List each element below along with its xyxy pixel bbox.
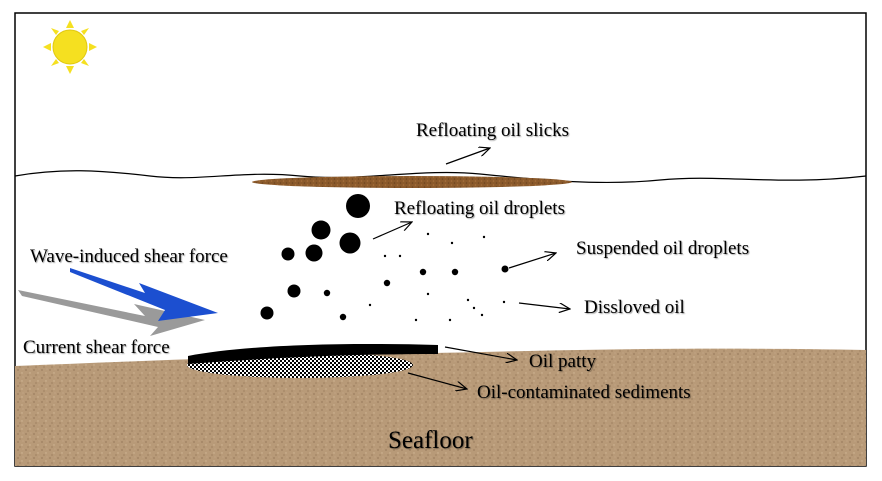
oil-droplet — [501, 265, 509, 273]
pointer-refloating-droplets — [372, 222, 412, 240]
oil-droplet — [311, 220, 331, 240]
pointer-slicks — [445, 148, 490, 165]
dissolved-oil-dots — [368, 232, 506, 322]
oil-droplet — [383, 279, 391, 287]
sun-icon — [43, 20, 97, 74]
label-current-shear-force: Current shear force — [23, 337, 170, 358]
pointer-suspended — [508, 253, 556, 269]
oil-droplet — [287, 284, 301, 298]
label-oil-contaminated-sediments: Oil-contaminated sediments — [477, 382, 691, 403]
label-seafloor: Seafloor — [388, 427, 473, 454]
oil-patty — [188, 344, 438, 364]
oil-droplet — [346, 194, 370, 218]
oil-droplet — [260, 306, 274, 320]
oil-slick — [252, 176, 572, 188]
gray-arrow — [18, 290, 205, 336]
pointer-dissolved — [518, 302, 570, 309]
oil-droplet — [339, 313, 347, 321]
pointer-oil-patty — [444, 346, 517, 360]
label-suspended-oil-droplets: Suspended oil droplets — [576, 238, 749, 259]
oil-droplet — [281, 247, 295, 261]
suspended-oil-droplets — [323, 265, 509, 321]
oil-droplet — [419, 268, 427, 276]
label-wave-shear-force: Wave-induced shear force — [30, 246, 228, 267]
label-oil-patty: Oil patty — [529, 351, 597, 372]
label-refloating-oil-droplets: Refloating oil droplets — [394, 198, 565, 219]
seafloor-sediment — [15, 348, 866, 466]
label-refloating-oil-slicks: Refloating oil slicks — [416, 120, 569, 141]
oil-droplet — [323, 289, 331, 297]
water-surface-line — [14, 170, 867, 184]
pointer-sediments — [407, 372, 467, 389]
label-pointers — [372, 148, 570, 389]
oil-droplet — [339, 232, 361, 254]
blue-arrow — [70, 268, 218, 321]
oil-droplet — [451, 268, 459, 276]
label-dissolved-oil: Dissloved oil — [584, 297, 685, 318]
oil-droplet — [305, 244, 323, 262]
refloating-oil-droplets — [260, 194, 370, 320]
